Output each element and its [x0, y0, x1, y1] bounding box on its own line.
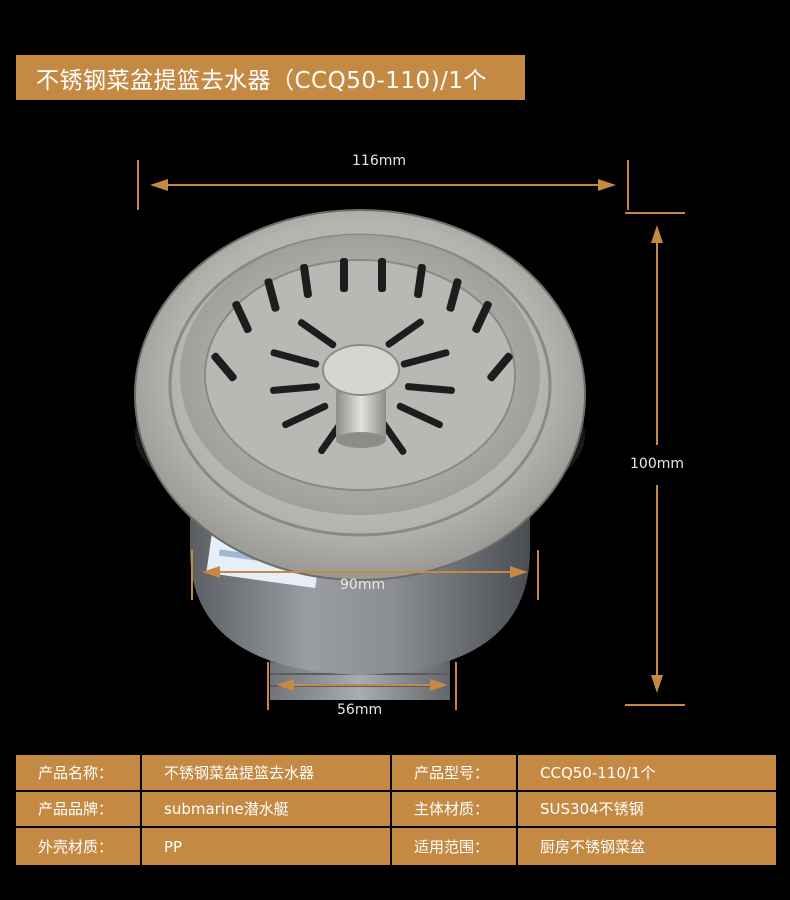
footer-strip: [0, 888, 790, 900]
dim-label-top-width: 116mm: [352, 153, 406, 169]
dim-label-body-width: 90mm: [340, 577, 386, 593]
dim-body-width: [191, 550, 539, 600]
spec-value: CCQ50-110/1个: [518, 755, 776, 792]
dim-top-width: [137, 160, 629, 210]
spec-value: PP: [142, 828, 392, 865]
spec-label: 适用范围：: [392, 828, 518, 865]
dim-height: [625, 212, 685, 706]
spec-label: 外壳材质：: [16, 828, 142, 865]
title-banner: 不锈钢菜盆提篮去水器（CCQ50-110)/1个: [16, 55, 525, 100]
product-image: [134, 160, 685, 710]
page-title: 不锈钢菜盆提篮去水器（CCQ50-110)/1个: [36, 67, 488, 94]
strainer-slots: [211, 258, 513, 455]
spec-value: 厨房不锈钢菜盆: [540, 838, 646, 857]
spec-value: 不锈钢菜盆提篮去水器: [142, 755, 392, 792]
spec-value: submarine潜水艇: [142, 791, 392, 829]
spec-label: 产品型号：: [392, 755, 518, 792]
spec-value: SUS304不锈钢: [518, 792, 776, 829]
dim-label-outlet-width: 56mm: [337, 702, 383, 718]
dim-outlet-width: [267, 662, 457, 710]
spec-label: 产品品牌：: [16, 791, 142, 829]
spec-label: 产品名称：: [16, 755, 142, 792]
specs-table: 产品名称： 不锈钢菜盆提篮去水器 产品型号： CCQ50-110/1个 产品品牌…: [16, 755, 776, 865]
spec-label: 主体材质：: [392, 791, 518, 829]
center-stem: [322, 344, 400, 448]
dim-label-height: 100mm: [630, 456, 684, 472]
